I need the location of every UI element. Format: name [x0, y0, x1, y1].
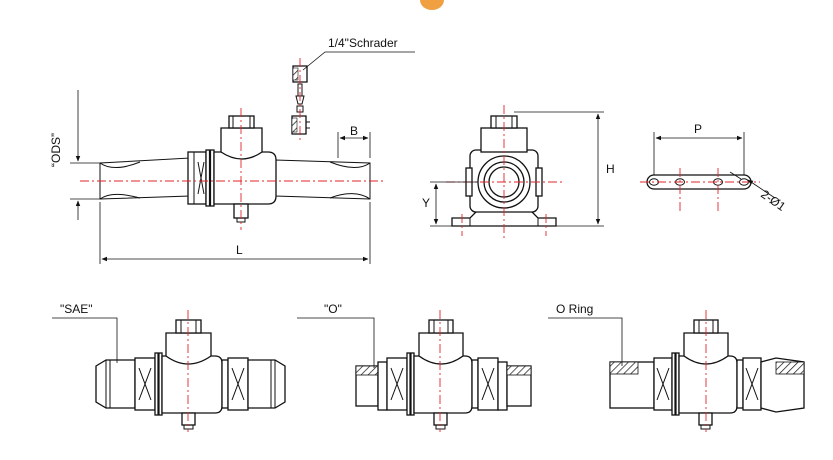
o-label: "O"	[324, 302, 342, 316]
oring-variant: O Ring	[548, 302, 805, 432]
o-variant: "O"	[297, 302, 532, 432]
front-view: H Y	[422, 105, 615, 240]
schrader-label: 1/4"Schrader	[328, 36, 398, 50]
b-label: B	[350, 124, 358, 138]
h-label: H	[606, 162, 615, 176]
sae-variant: "SAE"	[52, 302, 286, 432]
p-label: P	[694, 122, 702, 136]
plate-view: P 2-Ø1	[640, 122, 788, 214]
l-label: L	[236, 243, 243, 257]
holes-label: 2-Ø1	[758, 187, 788, 214]
accent-mark	[420, 0, 444, 10]
y-label: Y	[422, 196, 430, 210]
side-view: 1/4"Schrader “ODS” B L	[49, 36, 415, 264]
oring-label: O Ring	[556, 302, 593, 316]
ods-label: “ODS”	[49, 133, 63, 167]
sae-label: "SAE"	[60, 302, 93, 316]
